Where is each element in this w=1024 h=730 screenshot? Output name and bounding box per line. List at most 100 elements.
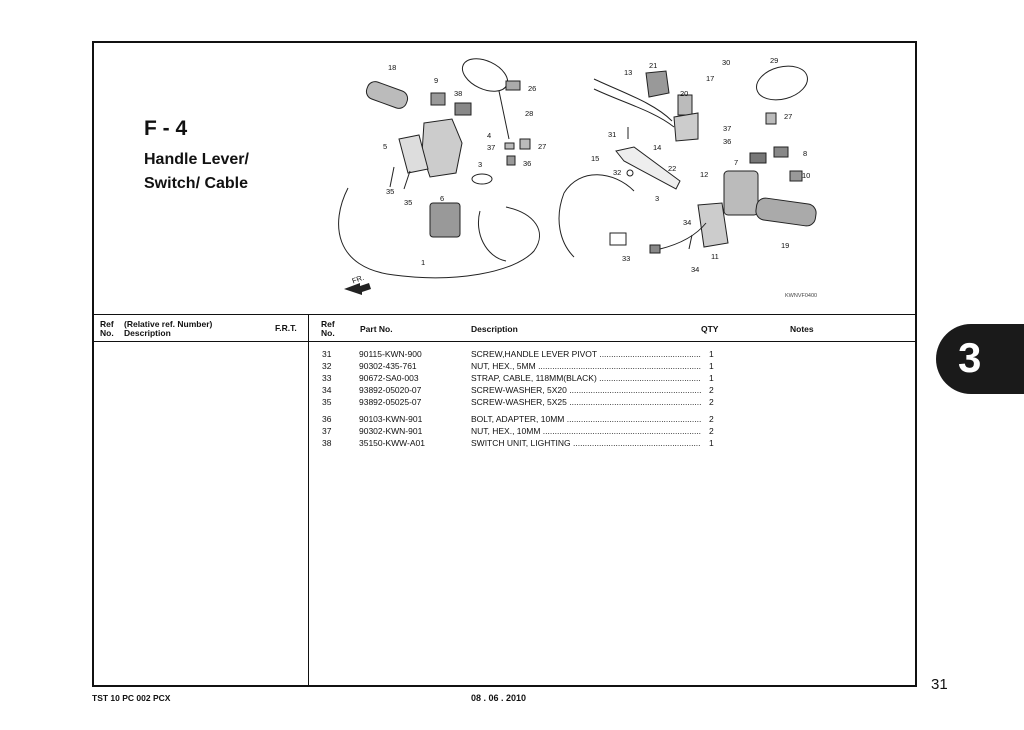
lever-holder-20-part — [677, 94, 693, 116]
left-description-label: Description — [124, 328, 171, 338]
front-arrow-icon — [344, 283, 371, 295]
section-title-line-1: Handle Lever/ — [144, 151, 249, 168]
callout-label: 1 — [421, 258, 425, 267]
callout-label: 9 — [434, 76, 438, 85]
section-title: Handle Lever/ Switch/ Cable — [144, 148, 249, 196]
strap-33-part — [609, 232, 627, 246]
callout-label: 34 — [691, 265, 699, 274]
callout-label: 12 — [700, 170, 708, 179]
part-no-header: Part No. — [360, 324, 393, 334]
strap-3-part — [471, 173, 493, 185]
description-cell: STRAP, CABLE, 118MM(BLACK) — [471, 373, 701, 383]
switch-7-part — [749, 152, 767, 164]
part-no-cell: 93892-05020-07 — [359, 385, 422, 395]
left-grip-part — [365, 81, 409, 109]
callout-label: 11 — [711, 252, 719, 261]
callout-label: 33 — [622, 254, 630, 263]
callout-label: 28 — [525, 109, 533, 118]
callout-label: 32 — [613, 168, 621, 177]
callout-label: 37 — [487, 143, 495, 152]
callout-label: 26 — [528, 84, 536, 93]
callout-label: 37 — [723, 124, 731, 133]
brake-cable-lower-part — [558, 192, 575, 258]
description-cell: SCREW-WASHER, 5X20 — [471, 385, 701, 395]
part-no-cell: 90115-KWN-900 — [359, 349, 422, 359]
switch-9-part — [430, 92, 446, 106]
screw-34-part — [688, 234, 693, 250]
right-grip-19-part — [755, 197, 817, 227]
frt-header: F.R.T. — [275, 323, 297, 333]
left-description-header: (Relative ref. Number) Description — [124, 320, 212, 338]
callout-label: 38 — [454, 89, 462, 98]
description-cell: SCREW-WASHER, 5X25 — [471, 397, 701, 407]
switch-10-part — [789, 170, 803, 182]
callout-label: 29 — [770, 56, 778, 65]
callout-label: 34 — [683, 218, 691, 227]
part-no-cell: 90103-KWN-901 — [359, 414, 423, 424]
callout-label: 6 — [440, 194, 444, 203]
description-cell: BOLT, ADAPTER, 10MM — [471, 414, 701, 424]
description-cell: NUT, HEX., 5MM — [471, 361, 701, 371]
callout-label: 36 — [723, 137, 731, 146]
cable-guide-21-part — [645, 70, 670, 98]
left-no-label: No. — [100, 328, 114, 338]
qty-cell: 2 — [709, 385, 714, 395]
ref-cell: 33 — [322, 373, 332, 383]
callout-label: 13 — [624, 68, 632, 77]
callout-label: 27 — [538, 142, 546, 151]
switch-cover-11-part — [697, 202, 729, 248]
section-tab: 3 — [936, 324, 1024, 394]
header-top-rule — [94, 314, 915, 315]
description-cell: NUT, HEX., 10MM — [471, 426, 701, 436]
callout-label: 14 — [653, 143, 661, 152]
cable-13b-part — [593, 88, 675, 128]
left-lever-5-part — [398, 134, 429, 174]
callout-label: 18 — [388, 63, 396, 72]
throttle-cable-part — [338, 187, 540, 279]
switch-housing-lower-part — [429, 202, 461, 238]
left-mirror-stem-part — [498, 90, 510, 140]
brake-cable-part — [563, 174, 635, 194]
ref-label: Ref — [321, 319, 335, 329]
switch-38-part — [454, 102, 472, 116]
cap-27-right-part — [765, 112, 777, 125]
front-marker-label: FR. — [351, 273, 365, 286]
switch-8-part — [773, 146, 789, 158]
callout-label: 8 — [803, 149, 807, 158]
qty-cell: 1 — [709, 349, 714, 359]
ref-cell: 32 — [322, 361, 332, 371]
callout-label: 22 — [668, 164, 676, 173]
section-tab-number: 3 — [958, 334, 982, 381]
right-mirror-part — [756, 65, 808, 101]
nut-32-part — [626, 169, 634, 177]
callout-label: 4 — [487, 131, 491, 140]
callout-label: 19 — [781, 241, 789, 250]
ref-cell: 36 — [322, 414, 332, 424]
callout-label: 36 — [523, 159, 531, 168]
description-cell: SWITCH UNIT, LIGHTING — [471, 438, 701, 448]
callout-label: 27 — [784, 112, 792, 121]
no-label: No. — [321, 328, 335, 338]
part-no-cell: 93892-05025-07 — [359, 397, 422, 407]
bolt-36-part — [506, 155, 516, 166]
callout-label: 35 — [386, 187, 394, 196]
section-code: F - 4 — [144, 117, 188, 140]
ref-cell: 37 — [322, 426, 332, 436]
ref-cell: 38 — [322, 438, 332, 448]
page-number: 31 — [931, 676, 948, 693]
switch-housing-right-part — [723, 170, 759, 216]
document-code: TST 10 PC 002 PCX — [92, 693, 171, 703]
qty-cell: 2 — [709, 426, 714, 436]
screw-35b-part — [403, 170, 411, 190]
ref-cell: 35 — [322, 397, 332, 407]
callout-label: 7 — [734, 158, 738, 167]
part-no-cell: 90672-SA0-003 — [359, 373, 419, 383]
left-mirror-part — [461, 58, 509, 92]
callout-label: 20 — [680, 89, 688, 98]
callout-label: 31 — [608, 130, 616, 139]
callout-labels: 18 9 38 26 28 4 37 27 36 5 3 35 35 6 1 2… — [383, 56, 810, 274]
description-cell: SCREW,HANDLE LEVER PIVOT — [471, 349, 701, 359]
column-divider — [308, 314, 309, 685]
callout-label: 3 — [478, 160, 482, 169]
lever-bracket-14-part — [673, 112, 699, 142]
